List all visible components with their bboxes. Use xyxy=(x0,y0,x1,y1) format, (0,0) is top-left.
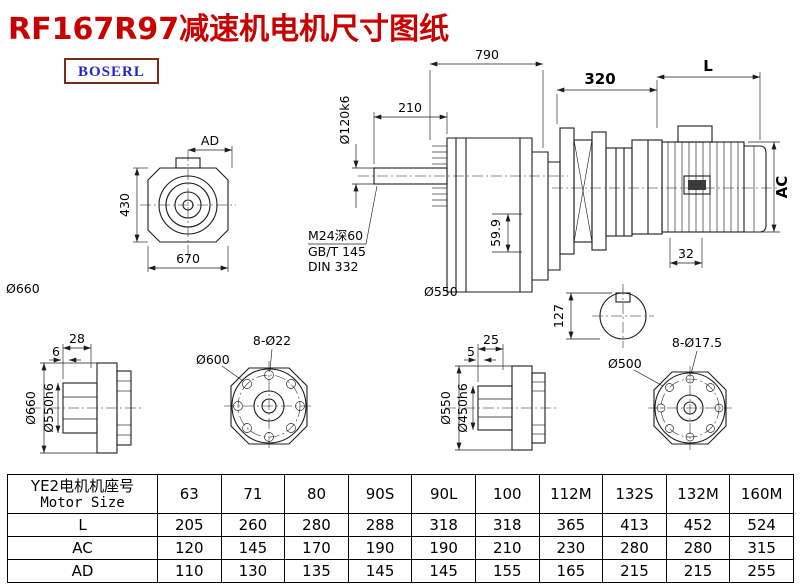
cell: 135 xyxy=(284,559,349,583)
dim-550-mid-label: Ø550 xyxy=(424,284,458,299)
dim-b3-outer-label: Ø550 xyxy=(438,391,453,425)
cell: 318 xyxy=(411,513,476,537)
row-label-AD: AD xyxy=(7,559,158,583)
cell: 288 xyxy=(347,513,413,537)
dim-32-label: 32 xyxy=(678,246,694,261)
motor-size-header: YE2电机机座号 Motor Size xyxy=(7,474,158,514)
cell: 315 xyxy=(729,536,794,560)
cell: 452 xyxy=(665,513,731,537)
table-header-row: YE2电机机座号 Motor Size 63 71 80 90S 90L 100… xyxy=(7,474,794,514)
row-label-AC: AC xyxy=(7,536,158,560)
dim-b4-bolt-circle-label: Ø500 xyxy=(608,356,642,371)
dim-shaft-diameter-label: Ø120k6 xyxy=(337,96,352,145)
keyway xyxy=(615,292,631,303)
dim-790-label: 790 xyxy=(475,47,499,62)
cell: 255 xyxy=(729,559,794,583)
cell: 145 xyxy=(411,559,476,583)
cell: 145 xyxy=(347,559,413,583)
dim-b2-holes-label: 8-Ø22 xyxy=(253,333,291,348)
cell: 365 xyxy=(538,513,604,537)
cell: 170 xyxy=(284,536,349,560)
motor-size-header-cn: YE2电机机座号 xyxy=(30,476,135,495)
frame-col-160m: 160M xyxy=(729,474,794,514)
dim-59-9-label: 59.9 xyxy=(488,219,503,247)
dim-ac-label: AC xyxy=(773,176,791,199)
cell: 205 xyxy=(157,513,222,537)
cell: 120 xyxy=(157,536,222,560)
flange-front-view-1: Ø600 8-Ø22 xyxy=(196,333,314,451)
cell: 215 xyxy=(665,559,731,583)
cell: 215 xyxy=(602,559,667,583)
cell: 110 xyxy=(157,559,222,583)
cell: 190 xyxy=(347,536,413,560)
dim-320-label: 320 xyxy=(584,70,615,88)
motor-nameplate xyxy=(688,180,706,190)
standard-din-label: DIN 332 xyxy=(308,259,359,274)
dim-b1-spigot-label: Ø550h6 xyxy=(41,383,56,433)
cell: 280 xyxy=(665,536,731,560)
dim-l-label: L xyxy=(703,57,713,75)
dim-b2-bolt-circle-label: Ø600 xyxy=(196,352,230,367)
frame-col-100: 100 xyxy=(474,474,540,514)
table-row-AC: AC 120 145 170 190 190 210 230 280 280 3… xyxy=(7,536,794,560)
table-row-AD: AD 110 130 135 145 145 155 165 215 215 2… xyxy=(7,559,794,583)
cell: 318 xyxy=(474,513,540,537)
tapped-hole-label: M24深60 xyxy=(308,228,363,243)
frame-col-132s: 132S xyxy=(602,474,667,514)
cell: 165 xyxy=(538,559,604,583)
dim-670-label: 670 xyxy=(176,251,200,266)
brand-logo: BOSERL xyxy=(64,58,159,84)
flange-side-view-2: 25 5 Ø550 Ø450h6 xyxy=(438,332,558,451)
cell: 280 xyxy=(602,536,667,560)
row-label-L: L xyxy=(7,513,158,537)
cell: 230 xyxy=(538,536,604,560)
cell: 155 xyxy=(474,559,540,583)
dim-25-label: 25 xyxy=(483,332,499,347)
terminal-box xyxy=(677,125,713,143)
dim-210-label: 210 xyxy=(398,100,422,115)
cell: 130 xyxy=(220,559,286,583)
shaft-section-view: 127 xyxy=(551,284,654,348)
dim-5-label: 5 xyxy=(467,344,475,359)
dim-b1-outer-label: Ø660 xyxy=(23,391,38,425)
frame-col-112m: 112M xyxy=(538,474,604,514)
standard-gbt-label: GB/T 145 xyxy=(308,244,366,259)
frame-col-90s: 90S xyxy=(347,474,413,514)
frame-col-132m: 132M xyxy=(665,474,731,514)
dim-b3-spigot-label: Ø450h6 xyxy=(455,383,470,433)
dim-430-label: 430 xyxy=(117,193,132,217)
frame-col-90l: 90L xyxy=(411,474,476,514)
frame-col-71: 71 xyxy=(220,474,286,514)
page-title: RF167R97减速机电机尺寸图纸 xyxy=(8,12,450,47)
motor-side-view: AC 320 L 32 xyxy=(552,57,791,268)
dim-b4-holes-label: 8-Ø17.5 xyxy=(672,335,722,350)
flange-front-view-2: Ø500 8-Ø17.5 xyxy=(608,335,732,450)
table-row-L: L 205 260 280 288 318 318 365 413 452 52… xyxy=(7,513,794,537)
flange-side-view-1: 28 6 Ø660 Ø550h6 xyxy=(23,331,142,454)
dim-6-label: 6 xyxy=(52,344,60,359)
cell: 210 xyxy=(474,536,540,560)
dimension-table: YE2电机机座号 Motor Size 63 71 80 90S 90L 100… xyxy=(7,474,794,583)
cell: 413 xyxy=(602,513,667,537)
cell: 190 xyxy=(411,536,476,560)
cell: 260 xyxy=(220,513,286,537)
technical-drawing: AD 430 670 Ø660 xyxy=(6,47,791,454)
reducer-front-view: AD 430 670 Ø660 xyxy=(6,133,236,296)
dim-28-label: 28 xyxy=(69,331,85,346)
reducer-side-view: 210 790 Ø120k6 M24深60 GB/T 145 DIN 332 5… xyxy=(308,47,568,299)
dim-127-label: 127 xyxy=(551,304,566,328)
cell: 524 xyxy=(729,513,794,537)
frame-col-80: 80 xyxy=(284,474,349,514)
dim-ad-label: AD xyxy=(201,133,219,148)
motor-size-header-en: Motor Size xyxy=(40,494,125,511)
dim-660-front-label: Ø660 xyxy=(6,281,40,296)
cell: 145 xyxy=(220,536,286,560)
cell: 280 xyxy=(284,513,349,537)
brand-logo-text: BOSERL xyxy=(78,64,145,80)
frame-col-63: 63 xyxy=(157,474,222,514)
